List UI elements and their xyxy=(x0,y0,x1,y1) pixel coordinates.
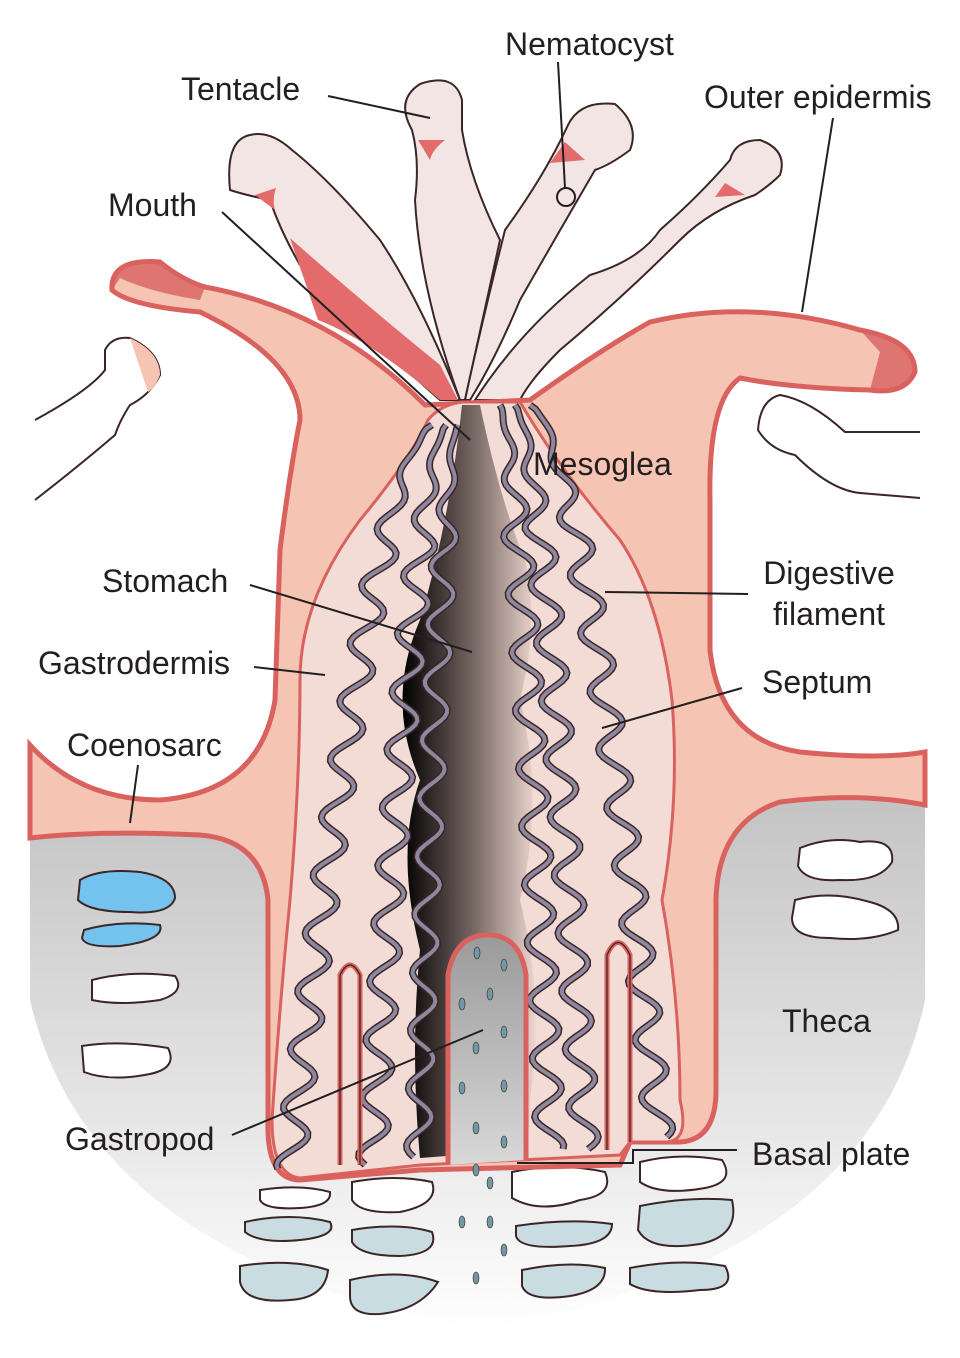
pore xyxy=(458,997,466,1011)
pore xyxy=(500,1135,508,1149)
label-gastrodermis: Gastrodermis xyxy=(38,645,230,681)
pore xyxy=(486,987,494,1001)
pore xyxy=(500,1243,508,1257)
pore xyxy=(472,1121,480,1135)
pore xyxy=(500,958,508,972)
label-digestive-filament-line2: filament xyxy=(773,596,885,632)
tentacle-2 xyxy=(404,79,502,401)
label-mouth: Mouth xyxy=(108,187,197,223)
pore xyxy=(458,1215,466,1229)
gastropod-pores xyxy=(458,946,508,1285)
outer-epidermis-lip-left xyxy=(111,261,205,300)
tentacles xyxy=(34,79,921,501)
leader-lines xyxy=(129,61,834,1164)
pore xyxy=(500,1079,508,1093)
nematocyst-marker xyxy=(556,187,576,207)
digestive-filament xyxy=(513,403,601,1151)
label-theca: Theca xyxy=(782,1003,871,1039)
label-stomach: Stomach xyxy=(102,563,228,599)
tentacle-right-partial xyxy=(756,393,921,499)
pore xyxy=(472,1271,480,1285)
digestive-filament xyxy=(528,403,675,1139)
tentacle-1 xyxy=(228,133,462,401)
nematocyst-patches xyxy=(255,140,745,400)
label-coenosarc: Coenosarc xyxy=(67,727,222,763)
digestive-filaments xyxy=(272,402,677,1170)
septa xyxy=(337,940,633,1165)
pore xyxy=(472,1163,480,1177)
label-gastropod: Gastropod xyxy=(65,1121,214,1157)
label-outer-epidermis: Outer epidermis xyxy=(704,79,932,115)
digestive-filament xyxy=(498,404,566,1150)
digestive-filament xyxy=(404,424,460,1159)
gastropod-column xyxy=(445,932,529,1165)
pore xyxy=(500,1025,508,1039)
pore xyxy=(486,1215,494,1229)
pore xyxy=(486,1176,494,1190)
digestive-filament xyxy=(356,423,448,1167)
label-tentacle: Tentacle xyxy=(181,71,300,107)
pore xyxy=(472,1041,480,1055)
skeleton-blobs xyxy=(76,839,900,1316)
outer-epidermis-lip-right xyxy=(860,330,915,391)
tentacle-3 xyxy=(463,102,634,401)
pore xyxy=(458,1081,466,1095)
digestive-filament xyxy=(274,423,434,1170)
label-mesoglea: Mesoglea xyxy=(533,446,672,482)
label-nematocyst: Nematocyst xyxy=(505,26,674,62)
label-basal-plate: Basal plate xyxy=(752,1136,910,1172)
pore xyxy=(473,946,481,960)
label-septum: Septum xyxy=(762,664,872,700)
label-digestive-filament-line1: Digestive xyxy=(763,555,895,591)
tentacle-4 xyxy=(473,138,783,401)
